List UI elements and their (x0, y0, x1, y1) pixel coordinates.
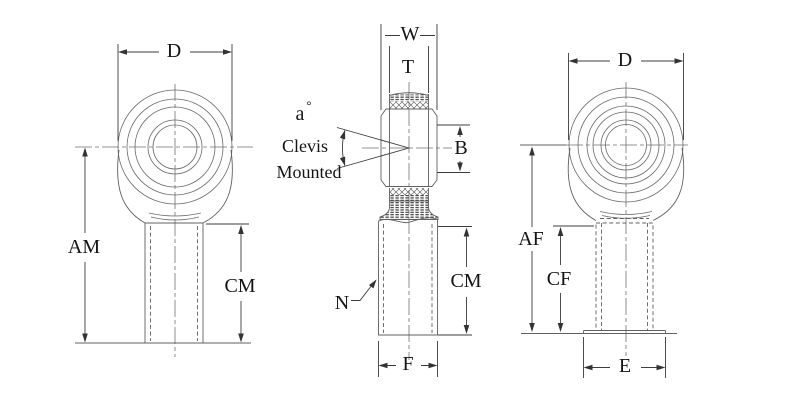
dim-label-d-left: D (166, 40, 182, 62)
dimension-f (378, 341, 438, 377)
middle-figure-side-view (336, 24, 472, 377)
right-shank-hidden (595, 218, 654, 331)
dim-label-d-right: D (617, 49, 633, 71)
threaded-neck (379, 200, 439, 220)
dim-label-am: AM (67, 236, 101, 258)
dim-label-t: T (401, 56, 415, 78)
dimension-d-right (568, 53, 684, 140)
angle-degree-symbol: ° (306, 97, 312, 113)
clevis-mounted-text-line1: Clevis (281, 136, 329, 156)
leader-n (351, 279, 377, 301)
right-figure-front-view (520, 53, 688, 378)
left-figure-front-view (75, 44, 253, 357)
ref-label-n: N (334, 292, 350, 314)
ball-bottom-protrusion (389, 188, 429, 201)
ball-top-protrusion (389, 92, 429, 109)
right-end-face (583, 330, 666, 334)
dim-label-w: W (400, 23, 420, 45)
dim-label-b: B (454, 137, 468, 159)
middle-shank (378, 217, 438, 336)
dim-label-cm-middle: CM (450, 270, 482, 292)
dimension-cf (553, 225, 594, 332)
dimension-af (529, 146, 535, 332)
dimension-t (389, 46, 429, 93)
dimension-w (380, 24, 438, 110)
dim-label-cm-left: CM (224, 275, 256, 297)
dimension-b (437, 124, 470, 173)
left-shank (144, 222, 204, 344)
dimension-d-left (117, 44, 233, 141)
dim-label-af: AF (518, 228, 544, 250)
dimension-e (583, 337, 666, 378)
housing-body (380, 108, 438, 187)
clevis-mounted-text-line2: Mounted (276, 162, 342, 182)
left-head-rings (117, 89, 233, 205)
dimension-cm-middle (438, 226, 472, 336)
dimension-am (82, 147, 88, 343)
right-head-rings (568, 87, 684, 203)
dimension-cm-left (206, 223, 249, 343)
angle-label-a: a (295, 103, 305, 125)
dim-label-f: F (402, 353, 414, 375)
dim-label-cf: CF (546, 268, 572, 290)
misalignment-angle (336, 127, 410, 169)
dim-label-e: E (618, 355, 632, 377)
